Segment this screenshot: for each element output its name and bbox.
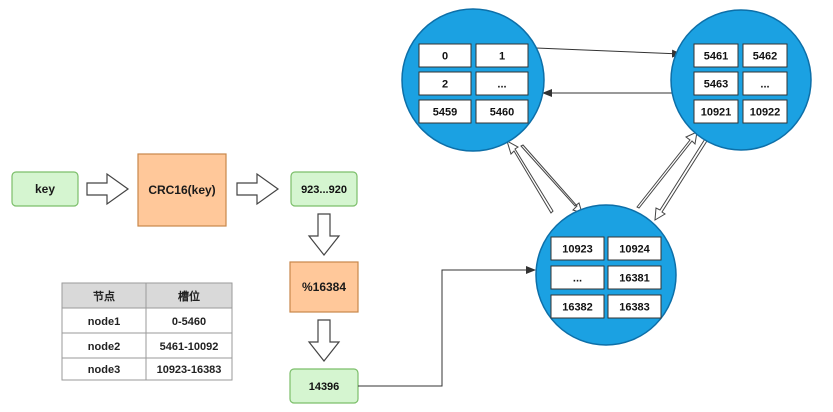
slot-label: 5462 — [753, 51, 777, 63]
table-cell-range: 0-5460 — [172, 316, 206, 328]
slot-label: 10921 — [701, 107, 732, 119]
slot-cell — [475, 71, 529, 96]
node1-slot-grid: 0 1 2... 5459 5460 — [418, 43, 529, 124]
crc16-label: CRC16(key) — [148, 183, 215, 197]
table-cell-node: node2 — [88, 341, 120, 353]
node3-node2-double-arrow — [654, 130, 713, 221]
slot-cell — [475, 99, 529, 124]
node3-slot-grid: 10923 10924... 16381 16382 16383 — [550, 236, 662, 319]
slot-label: 16382 — [562, 302, 593, 314]
slot-cell — [550, 265, 605, 290]
crc16-box — [137, 153, 227, 227]
table-cell-range: 10923-16383 — [157, 364, 222, 376]
node1-node3-double-arrow — [520, 144, 583, 214]
slot-cell — [418, 99, 472, 124]
slot-label: 2 — [442, 79, 448, 91]
node1-to-node2-arrow — [535, 47, 682, 58]
slot-label: 5461 — [704, 51, 728, 63]
slot-cell — [418, 71, 472, 96]
table-cell-node: node1 — [88, 316, 120, 328]
slot-label: 5459 — [433, 107, 457, 119]
slot-label: 16383 — [619, 302, 650, 314]
key-box — [11, 171, 79, 207]
slot-label: 10923 — [562, 244, 593, 256]
slot-label: ... — [760, 79, 769, 91]
slot-label: 16381 — [619, 273, 650, 285]
slot-label: 10922 — [750, 107, 781, 119]
node2-slot-grid: 5461 5462 5463... 10921 10922 — [693, 43, 788, 124]
key-label: key — [35, 182, 55, 196]
slot-cell — [607, 236, 662, 261]
mod-box — [289, 261, 359, 313]
slot-cell — [693, 43, 739, 68]
slot-label: 5463 — [704, 79, 728, 91]
slot-label: ... — [497, 79, 506, 91]
mod-label: %16384 — [302, 280, 346, 294]
slot-cell — [693, 71, 739, 96]
flow-arrow-down-1 — [307, 213, 341, 256]
slot-cell — [550, 236, 605, 261]
slot-cell — [742, 71, 788, 96]
slot-cell — [475, 43, 529, 68]
slot-label: 10924 — [619, 244, 650, 256]
route-arrow — [358, 266, 536, 387]
node3-node1-double-arrow — [506, 139, 554, 214]
node2-circle — [670, 9, 812, 151]
slot-label: 0 — [442, 51, 448, 63]
flow-arrow-down-2 — [307, 319, 341, 362]
table-cell-range: 5461-10092 — [160, 341, 219, 353]
flow-arrow-1 — [86, 172, 130, 206]
slot-cell — [693, 99, 739, 124]
slot-label: 5460 — [490, 107, 514, 119]
slot-cell — [607, 265, 662, 290]
slot-cell — [607, 294, 662, 319]
slot-cell — [742, 43, 788, 68]
flow-arrow-2 — [236, 172, 280, 206]
table-header-node: 节点 — [93, 289, 115, 303]
crc-result-box — [290, 171, 358, 207]
slot-table: 节点 槽位 node1 0-5460 node2 5461-10092 node… — [61, 282, 233, 381]
slot-cell — [418, 43, 472, 68]
slot-cell — [550, 294, 605, 319]
table-cell-node: node3 — [88, 364, 120, 376]
crc-result-label: 923...920 — [301, 184, 347, 196]
node2-node3-double-arrow — [636, 131, 698, 209]
slot-label: 1 — [499, 51, 505, 63]
table-header-slot: 槽位 — [178, 289, 200, 303]
slot-label: ... — [573, 273, 582, 285]
slot-cell — [742, 99, 788, 124]
slot-result-label: 14396 — [309, 381, 340, 393]
